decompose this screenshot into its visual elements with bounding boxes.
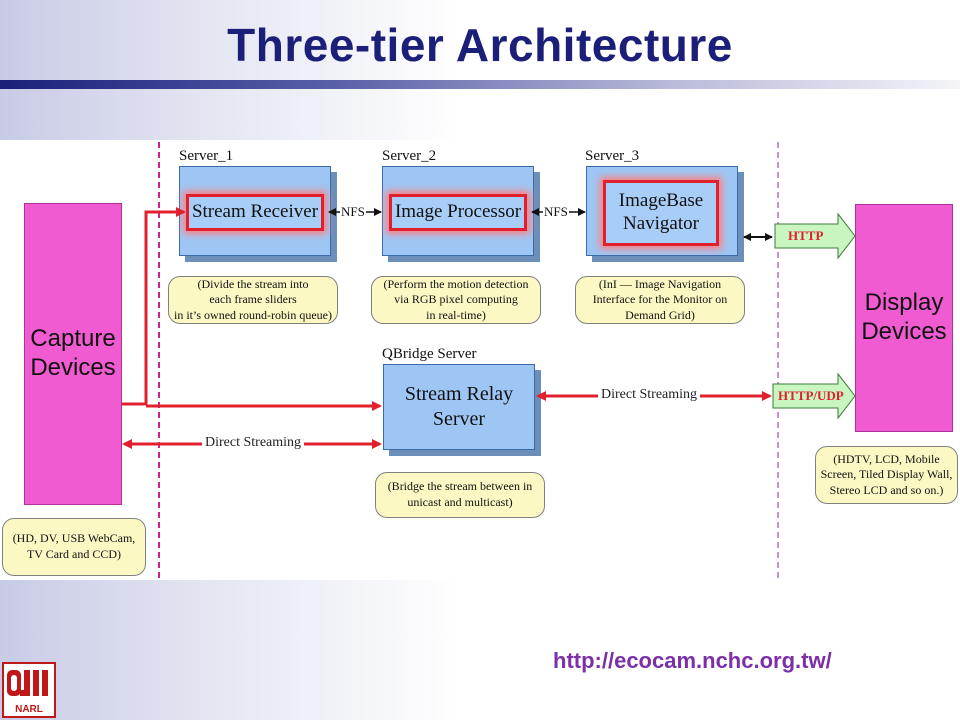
left-tier-divider bbox=[158, 142, 160, 578]
narl-logo: NARL bbox=[2, 662, 56, 718]
display-devices-note: (HDTV, LCD, Mobile Screen, Tiled Display… bbox=[815, 446, 958, 504]
narl-logo-glyph-icon bbox=[7, 670, 48, 696]
qbridge-server-label: QBridge Server bbox=[382, 346, 477, 362]
right-tier-divider bbox=[777, 142, 779, 578]
server-1-note: (Divide the stream into each frame slide… bbox=[168, 276, 338, 324]
display-devices-box: Display Devices bbox=[855, 204, 953, 432]
nfs-2-label: NFS bbox=[543, 204, 569, 220]
server-2-note: (Perform the motion detection via RGB pi… bbox=[371, 276, 541, 324]
narl-logo-text: NARL bbox=[15, 704, 43, 715]
capture-devices-box: Capture Devices bbox=[24, 203, 122, 505]
http-udp-block-arrow bbox=[772, 372, 856, 420]
direct-streaming-left-label: Direct Streaming bbox=[202, 435, 305, 451]
http-block-arrow bbox=[774, 212, 856, 260]
imagebase-navigator-module: ImageBase Navigator bbox=[603, 180, 719, 246]
server-1-label: Server_1 bbox=[179, 148, 234, 164]
capture-devices-note: (HD, DV, USB WebCam, TV Card and CCD) bbox=[2, 518, 146, 576]
server-3-note: (InI — Image Navigation Interface for th… bbox=[575, 276, 745, 324]
http-udp-label: HTTP/UDP bbox=[778, 388, 844, 403]
stream-relay-server-label: Stream Relay Server bbox=[404, 383, 514, 430]
capture-to-receiver-arrow bbox=[122, 207, 186, 406]
stream-receiver-module: Stream Receiver bbox=[186, 194, 324, 231]
website-url[interactable]: http://ecocam.nchc.org.tw/ bbox=[553, 648, 832, 673]
server-3-label: Server_3 bbox=[585, 148, 640, 164]
relay-note: (Bridge the stream between in unicast an… bbox=[375, 472, 545, 518]
http-label: HTTP bbox=[788, 228, 824, 243]
server-2-label: Server_2 bbox=[382, 148, 437, 164]
stream-relay-server-box: Stream Relay Server bbox=[383, 364, 535, 450]
direct-streaming-right-label: Direct Streaming bbox=[598, 387, 701, 403]
server-3-box: ImageBase Navigator bbox=[586, 166, 738, 256]
nfs-1-label: NFS bbox=[340, 204, 366, 220]
slide-title: Three-tier Architecture bbox=[227, 19, 733, 71]
image-processor-module: Image Processor bbox=[389, 194, 527, 231]
server-2-box: Image Processor bbox=[382, 166, 534, 256]
title-underline bbox=[0, 80, 960, 89]
